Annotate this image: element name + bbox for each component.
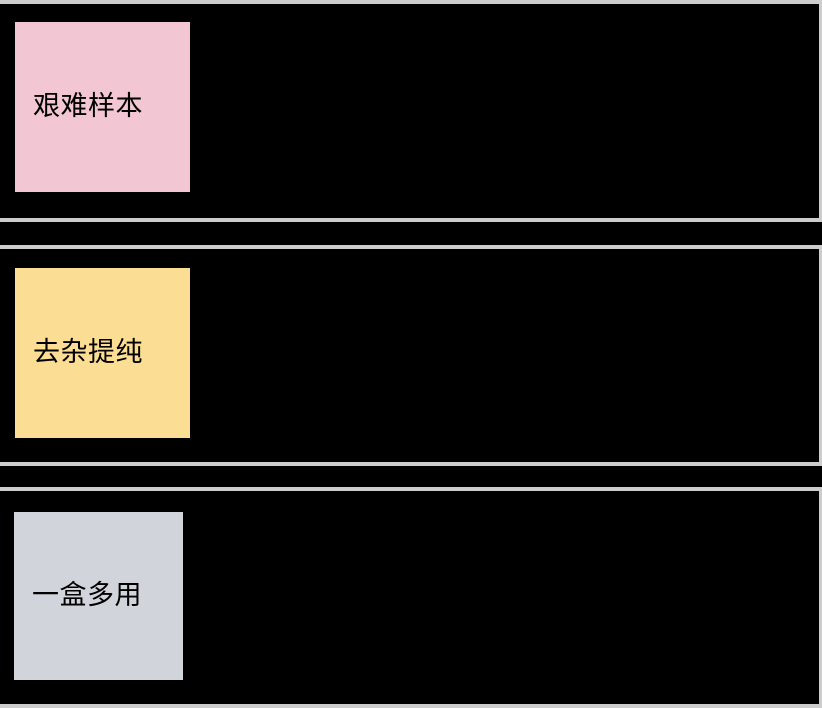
hard-sample-chip-label: 艰难样本	[33, 91, 143, 123]
panel-multi-use-box[interactable]: 一盒多用	[0, 487, 822, 708]
purification-chip-label: 去杂提纯	[33, 337, 143, 369]
panel-2-content-area	[190, 249, 819, 462]
panel-hard-sample[interactable]: 艰难样本	[0, 0, 822, 222]
hard-sample-chip[interactable]: 艰难样本	[15, 22, 190, 192]
multi-use-box-chip-label: 一盒多用	[32, 580, 142, 612]
panel-1-content-area	[190, 4, 819, 218]
panel-purification[interactable]: 去杂提纯	[0, 245, 822, 466]
multi-use-box-chip[interactable]: 一盒多用	[14, 512, 183, 680]
panel-3-content-area	[183, 491, 819, 704]
purification-chip[interactable]: 去杂提纯	[15, 268, 190, 438]
